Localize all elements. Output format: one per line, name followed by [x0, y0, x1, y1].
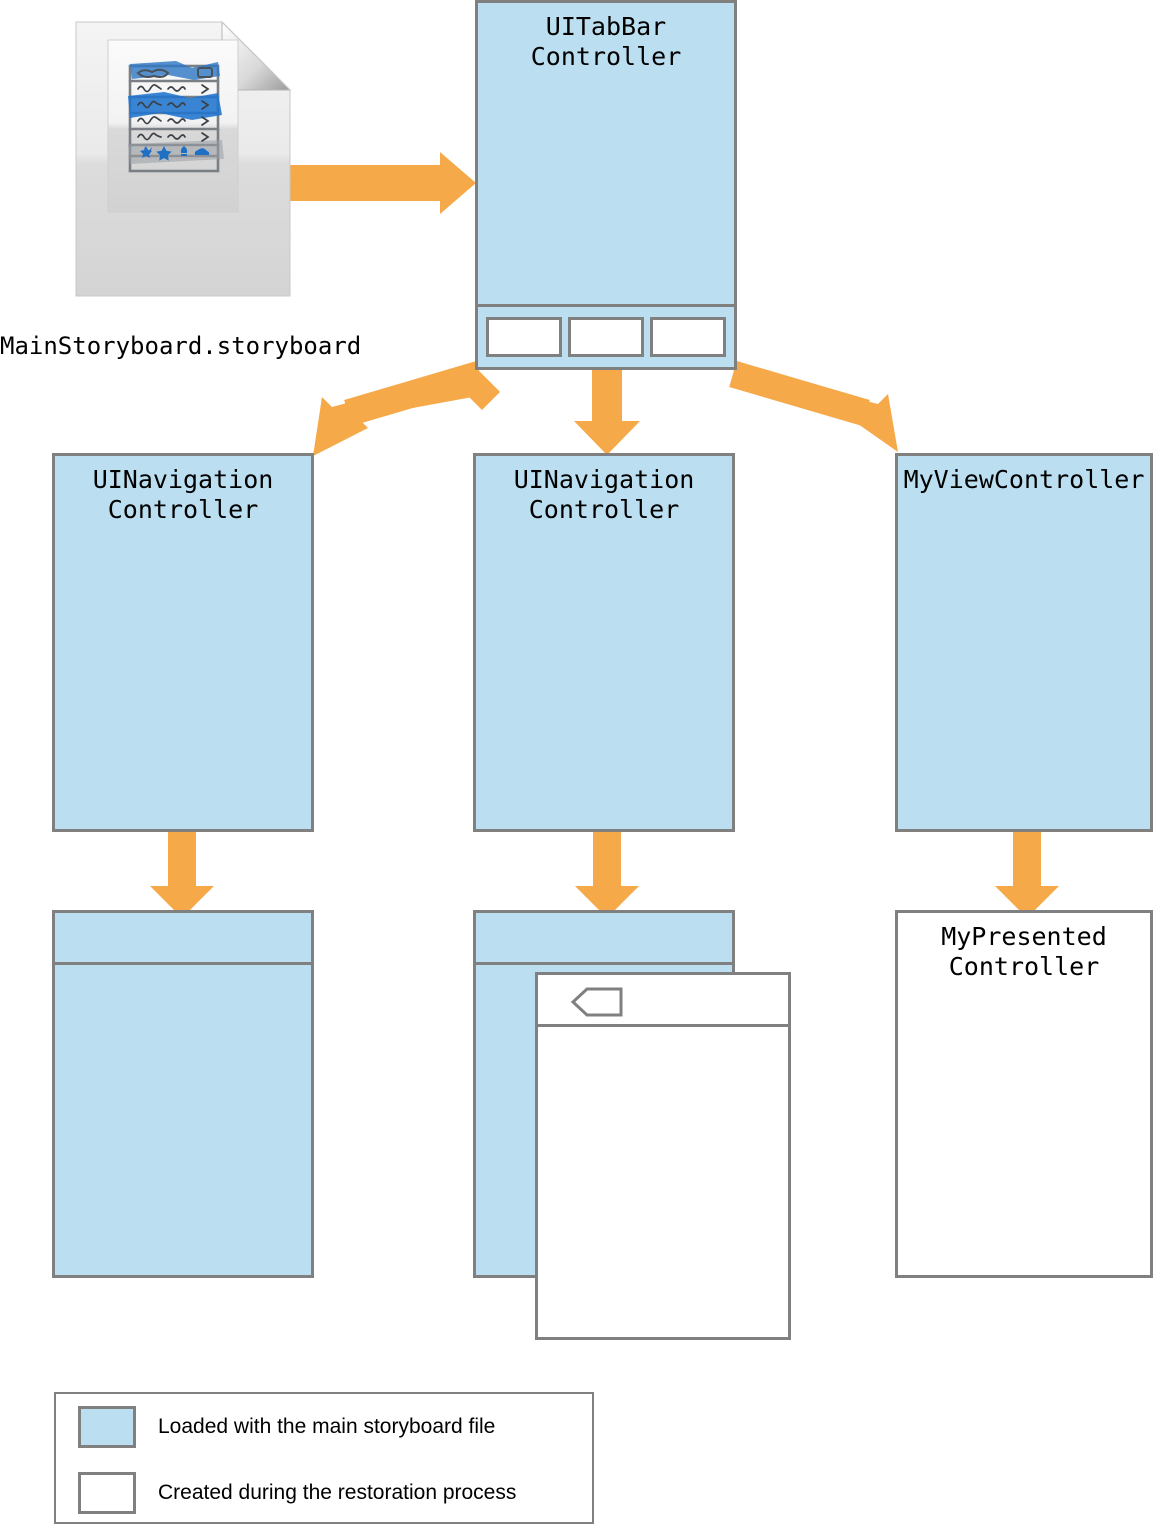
node-uinavigationcontroller-middle[interactable]: UINavigation Controller	[473, 453, 735, 832]
arrow-tabbar-to-myviewcontroller	[729, 361, 898, 452]
node-pushed-restored-controller[interactable]	[535, 972, 791, 1340]
legend: Loaded with the main storyboard file Cre…	[54, 1392, 594, 1524]
node-root-view-left[interactable]	[52, 910, 314, 1278]
node-myviewcontroller-title: MyViewController	[903, 465, 1145, 494]
legend-item-restored: Created during the restoration process	[56, 1460, 592, 1526]
legend-swatch-storyboard	[78, 1406, 136, 1448]
storyboard-file-label: MainStoryboard.storyboard	[0, 332, 362, 360]
tab-item-1[interactable]	[486, 317, 562, 357]
legend-label-restored: Created during the restoration process	[158, 1481, 517, 1504]
arrow-nav-left-to-root	[150, 832, 214, 918]
node-uinavigationcontroller-left[interactable]: UINavigation Controller	[52, 453, 314, 832]
arrow-myviewcontroller-to-presented	[995, 832, 1059, 918]
node-mypresentedcontroller[interactable]: MyPresented Controller	[895, 910, 1153, 1278]
navbar-strip-left	[55, 913, 311, 965]
navbar-strip-pushed	[538, 975, 788, 1027]
node-uitabbarcontroller[interactable]: UITabBar Controller	[475, 0, 737, 370]
navbar-strip-middle	[476, 913, 732, 965]
node-uinavigationcontroller-left-title: UINavigation Controller	[92, 465, 274, 524]
node-uitabbarcontroller-title: UITabBar Controller	[530, 12, 682, 71]
arrow-nav-middle-to-root	[575, 832, 639, 918]
tab-item-3[interactable]	[650, 317, 726, 357]
storyboard-document-icon	[72, 18, 294, 300]
arrow-tabbar-to-nav-middle	[574, 368, 640, 455]
node-mypresentedcontroller-title: MyPresented Controller	[941, 922, 1107, 981]
node-myviewcontroller[interactable]: MyViewController	[895, 453, 1153, 832]
tabbar-strip	[478, 304, 734, 367]
legend-label-storyboard: Loaded with the main storyboard file	[158, 1415, 496, 1438]
legend-swatch-restored	[78, 1472, 136, 1514]
arrow-tabbar-to-nav-left	[313, 361, 500, 456]
node-uinavigationcontroller-middle-title: UINavigation Controller	[513, 465, 695, 524]
tab-item-2[interactable]	[568, 317, 644, 357]
back-button-icon[interactable]	[556, 986, 624, 1018]
arrow-storyboard-to-tabbar	[290, 152, 476, 214]
legend-item-loaded: Loaded with the main storyboard file	[56, 1394, 592, 1460]
